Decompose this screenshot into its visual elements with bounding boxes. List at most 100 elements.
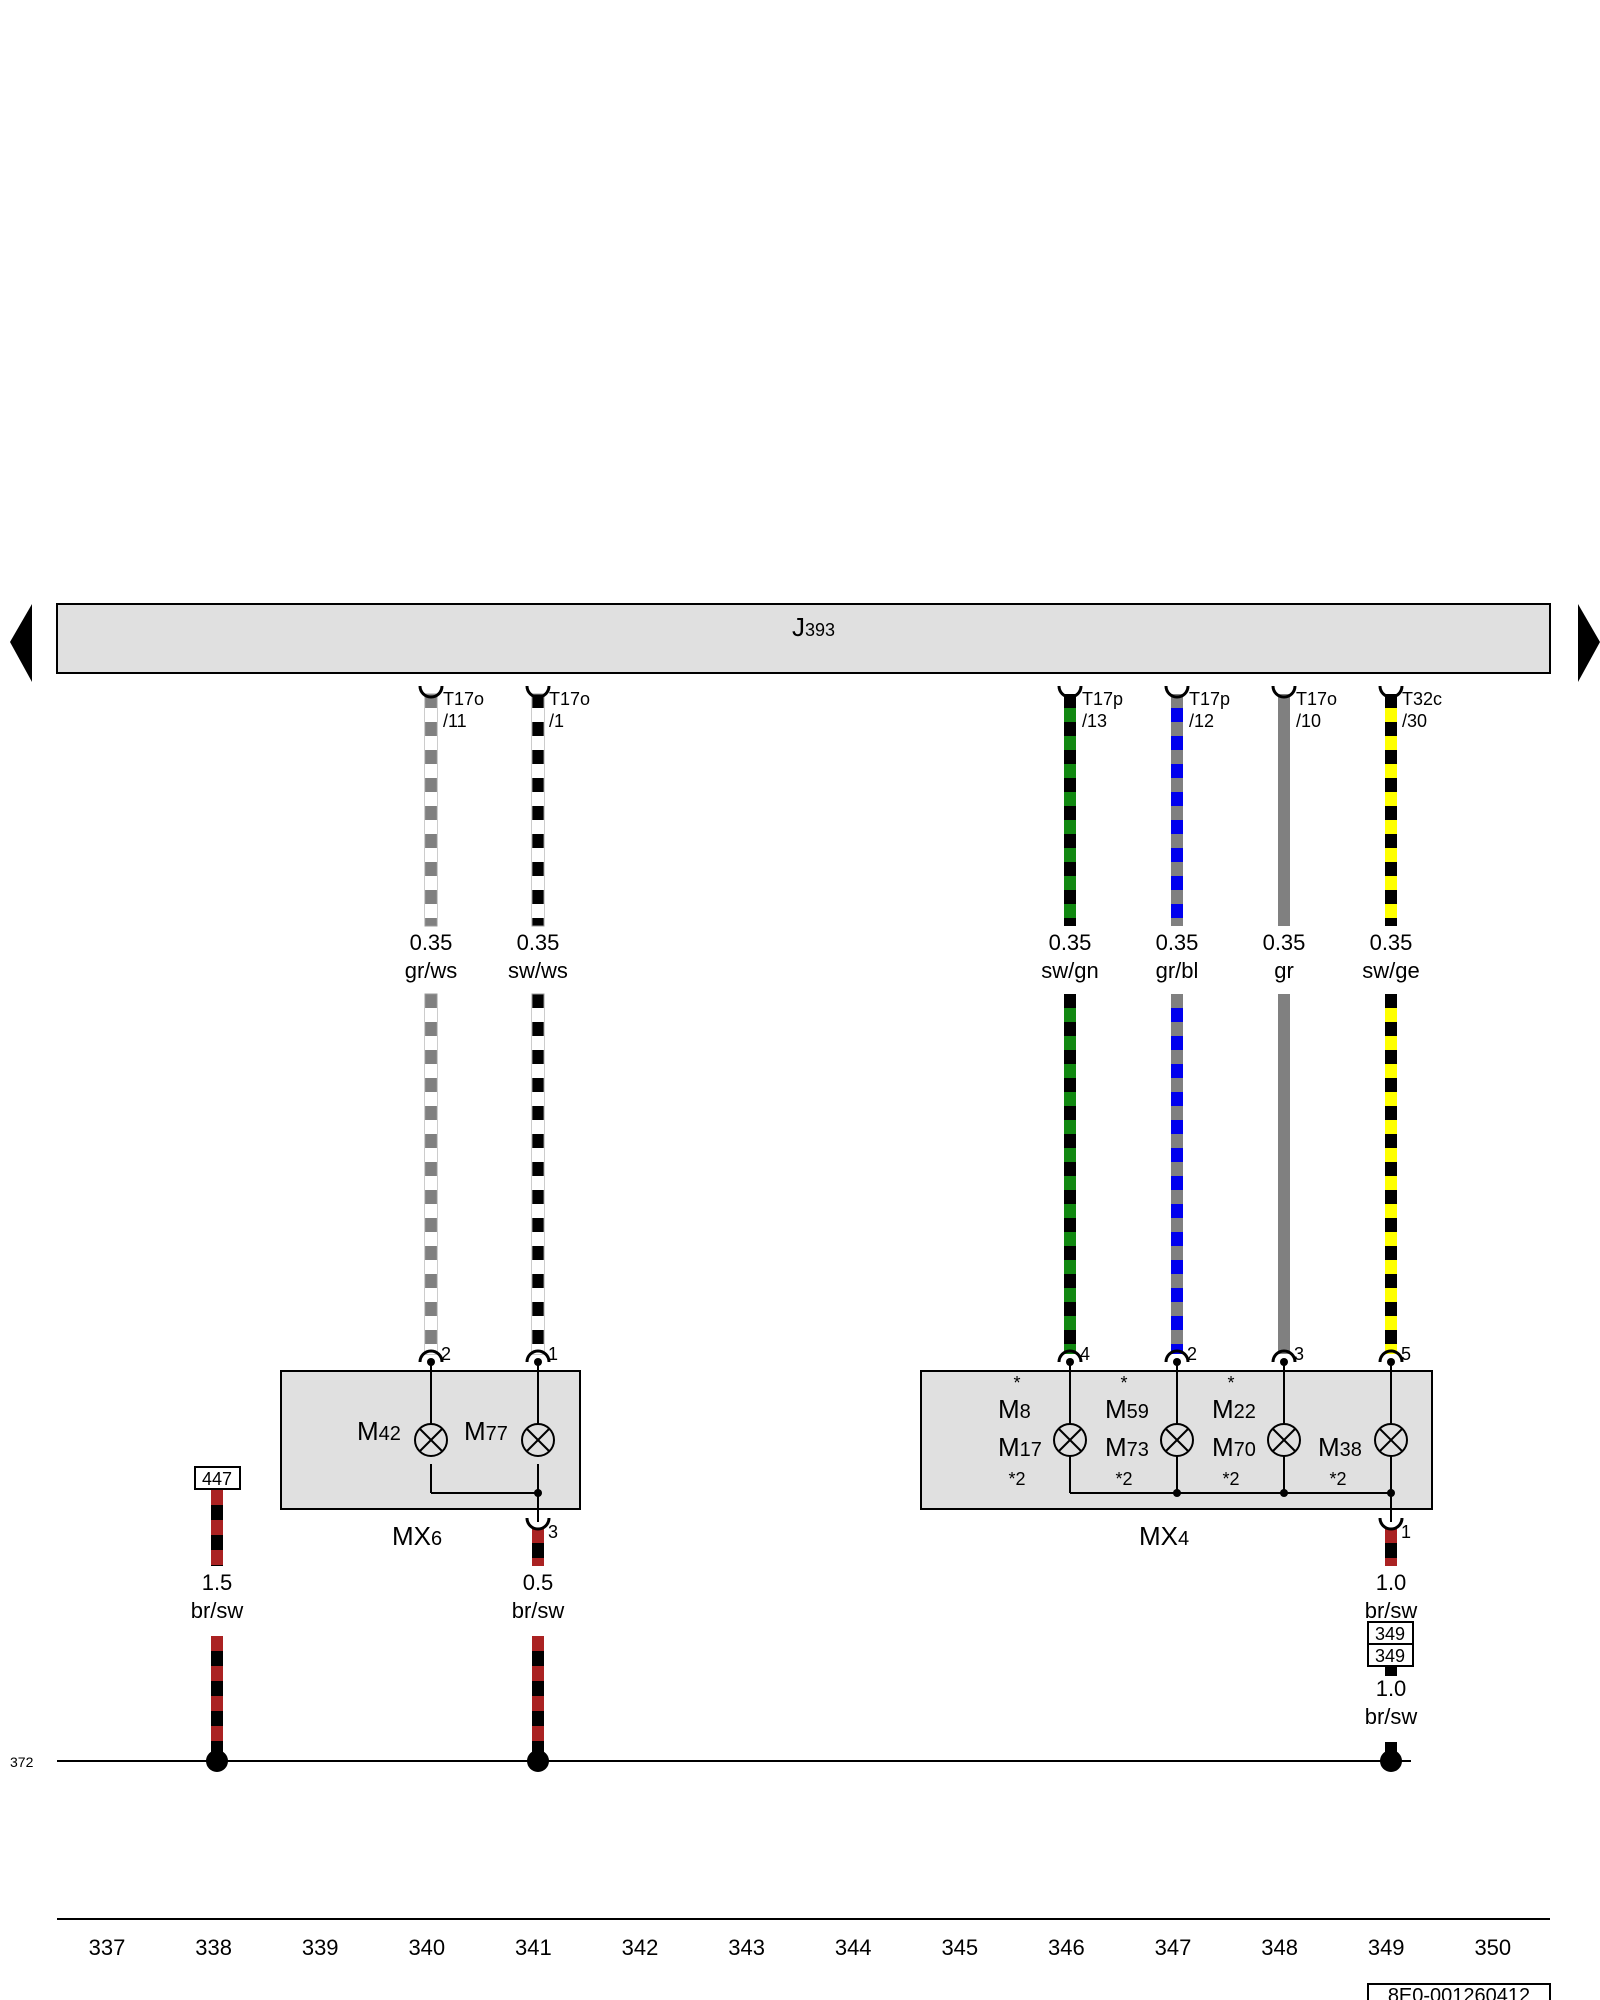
pin-number: 3 bbox=[548, 1522, 558, 1542]
wire-size-label: 0.35 bbox=[1049, 930, 1092, 955]
junction-dot bbox=[1173, 1489, 1181, 1497]
grid-number: 345 bbox=[941, 1935, 978, 1960]
bulb-star-note: * bbox=[1227, 1373, 1234, 1393]
bulb-m42-label: M42 bbox=[357, 1416, 401, 1446]
connector-t32c-30-name: T32c bbox=[1402, 689, 1442, 709]
pin-number: 2 bbox=[1187, 1344, 1197, 1364]
bulb-star-note: * bbox=[1120, 1373, 1127, 1393]
bulb-m59-label: M59 bbox=[1105, 1394, 1149, 1424]
connector-t32c-30-pin: /30 bbox=[1402, 711, 1427, 731]
wire-size-label: 0.35 bbox=[1370, 930, 1413, 955]
pin-number: 1 bbox=[1401, 1522, 1411, 1542]
wire-color-label: gr bbox=[1274, 958, 1294, 983]
wire-gr-bl bbox=[1171, 994, 1183, 1354]
reference-box-447[interactable]: 447 bbox=[194, 1466, 241, 1490]
wire-gr-ws bbox=[424, 993, 438, 1355]
junction-dot bbox=[534, 1358, 542, 1366]
wire-color-label: sw/gn bbox=[1041, 958, 1098, 983]
connector-t17o-10-name: T17o bbox=[1296, 689, 1337, 709]
wire-color-label: br/sw bbox=[191, 1598, 244, 1623]
bulb-m8-m17-icon bbox=[1053, 1423, 1087, 1457]
wire-size-label: 1.0 bbox=[1376, 1676, 1407, 1701]
grid-number: 342 bbox=[622, 1935, 659, 1960]
bulb-m38-label: M38 bbox=[1318, 1432, 1362, 1462]
wire-color-label: gr/ws bbox=[405, 958, 458, 983]
bulb-note: *2 bbox=[1329, 1469, 1346, 1489]
assembly-mx6: M42 M77 MX6 bbox=[280, 1358, 581, 1551]
wire-sw-ge bbox=[1385, 694, 1397, 926]
wire-size-label: 0.5 bbox=[523, 1570, 554, 1595]
terminal-symbol bbox=[1271, 685, 1297, 699]
connector-t17p-12-pin: /12 bbox=[1189, 711, 1214, 731]
wire-color-label: br/sw bbox=[1365, 1704, 1418, 1729]
bulb-m38-icon bbox=[1374, 1423, 1408, 1457]
grid-number: 339 bbox=[302, 1935, 339, 1960]
grid-number: 343 bbox=[728, 1935, 765, 1960]
terminal-symbol bbox=[1164, 685, 1190, 699]
ground-junction-dot bbox=[1380, 1750, 1402, 1772]
terminal-symbol bbox=[1378, 685, 1404, 699]
wire-color-label: sw/ge bbox=[1362, 958, 1419, 983]
ground-junction-dot bbox=[527, 1750, 549, 1772]
assembly-mx4: * M8 M17 *2 * M59 M73 *2 * M22 M70 *2 M3… bbox=[920, 1358, 1433, 1551]
terminal-symbol bbox=[525, 1349, 551, 1363]
ground-wire-br-sw bbox=[211, 1636, 223, 1752]
wire-gr-ws bbox=[424, 693, 438, 927]
connector-t17p-13-name: T17p bbox=[1082, 689, 1123, 709]
bulb-m77-icon bbox=[521, 1423, 555, 1457]
connector-t17o-11-pin: /11 bbox=[443, 711, 467, 731]
connector-t17o-11-name: T17o bbox=[443, 689, 484, 709]
wire-sw-gn bbox=[1064, 994, 1076, 1354]
terminal-symbol bbox=[525, 685, 551, 699]
pin-number: 1 bbox=[548, 1344, 558, 1364]
grid-number: 349 bbox=[1368, 1935, 1405, 1960]
terminal-symbol bbox=[1057, 1349, 1083, 1363]
connector-t17p-13-pin: /13 bbox=[1082, 711, 1107, 731]
bulb-m59-m73-icon bbox=[1160, 1423, 1194, 1457]
bulb-m70-label: M70 bbox=[1212, 1432, 1256, 1462]
ground-wire-labels: 1.5 br/sw 0.5 br/sw 1.0 br/sw 1.0 br/sw bbox=[191, 1570, 1418, 1729]
wire-color-label: br/sw bbox=[1365, 1598, 1418, 1623]
bulb-m42-icon bbox=[414, 1423, 448, 1457]
terminal-symbol bbox=[1378, 1349, 1404, 1363]
control-module-box bbox=[56, 603, 1551, 674]
connector-t17o-1-pin: /1 bbox=[549, 711, 564, 731]
grid-number: 346 bbox=[1048, 1935, 1085, 1960]
wire-size-label: 0.35 bbox=[1156, 930, 1199, 955]
bulb-m8-label: M8 bbox=[998, 1394, 1031, 1424]
reference-box-349[interactable]: 349 349 bbox=[1367, 1621, 1414, 1667]
assembly-mx6-label: MX6 bbox=[392, 1521, 442, 1551]
wire-sw-gn bbox=[1064, 694, 1076, 926]
grid-number: 338 bbox=[195, 1935, 232, 1960]
component-pin-terminals: 2 1 4 2 3 5 bbox=[418, 1344, 1411, 1364]
terminal-symbol bbox=[1378, 1517, 1404, 1531]
control-module-label: J393 bbox=[792, 612, 835, 642]
wire-color-label: br/sw bbox=[512, 1598, 565, 1623]
terminal-symbol bbox=[418, 1349, 444, 1363]
connector-t17o-1-name: T17o bbox=[549, 689, 590, 709]
document-id: 8E0-001260412 bbox=[1367, 1983, 1551, 2000]
bulb-m73-label: M73 bbox=[1105, 1432, 1149, 1462]
ground-bus-label: 372 bbox=[10, 1754, 34, 1770]
reference-box-label: 447 bbox=[202, 1469, 232, 1489]
signal-wires bbox=[424, 693, 1397, 1355]
bulb-m22-label: M22 bbox=[1212, 1394, 1256, 1424]
bulb-m17-label: M17 bbox=[998, 1432, 1042, 1462]
ground-wire-br-sw bbox=[1385, 1528, 1397, 1566]
grid-number: 348 bbox=[1261, 1935, 1298, 1960]
wire-color-label: gr/bl bbox=[1156, 958, 1199, 983]
bulb-star-note: * bbox=[1013, 1373, 1020, 1393]
reference-box-label: 349 bbox=[1375, 1624, 1405, 1644]
pin-number: 2 bbox=[441, 1344, 451, 1364]
ground-junction-dot bbox=[206, 1750, 228, 1772]
wire-labels: 0.35 gr/ws 0.35 sw/ws 0.35 sw/gn 0.35 gr… bbox=[405, 930, 1420, 983]
next-page-arrow-icon[interactable] bbox=[1578, 604, 1600, 682]
previous-page-arrow-icon[interactable] bbox=[10, 604, 32, 682]
junction-dot bbox=[1280, 1358, 1288, 1366]
wire-size-label: 0.35 bbox=[410, 930, 453, 955]
connector-labels: T17o /11 T17o /1 T17p /13 T17p /12 T17o … bbox=[443, 689, 1442, 731]
wire-size-label: 0.35 bbox=[517, 930, 560, 955]
ground-wires bbox=[211, 1490, 1397, 1752]
